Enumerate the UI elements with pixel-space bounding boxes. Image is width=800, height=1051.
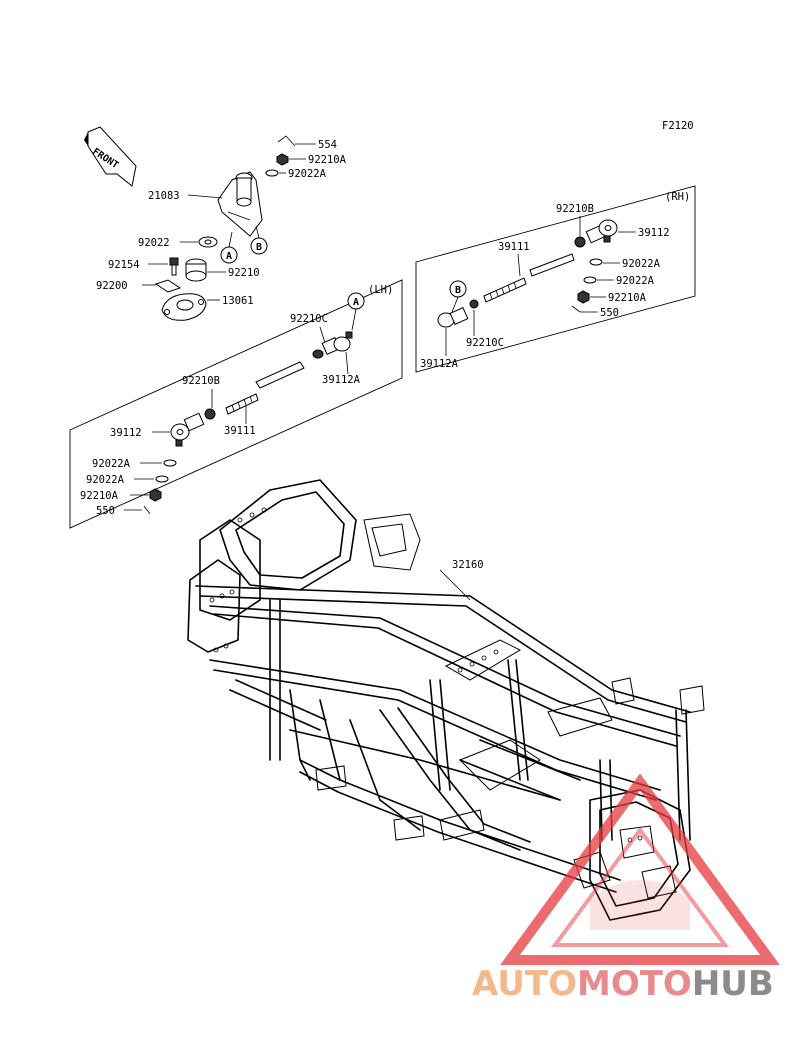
svg-text:A: A xyxy=(353,297,359,308)
lh-nut-c-part xyxy=(312,349,324,359)
lh-group-box xyxy=(69,279,403,529)
svg-text:A: A xyxy=(226,251,232,262)
label-rh-92022A-2: 92022A xyxy=(616,275,655,287)
label-lh-92210A: 92210A xyxy=(80,490,119,502)
svg-text:B: B xyxy=(256,242,262,253)
washer-part xyxy=(265,169,279,177)
rh-group-box xyxy=(415,185,696,373)
rh-washer-2-part xyxy=(583,276,597,284)
label-rh-92210A: 92210A xyxy=(608,292,647,304)
label-rh-92022A-1: 92022A xyxy=(622,258,661,270)
lh-nut-a-part xyxy=(149,488,162,502)
label-92210: 92210 xyxy=(228,267,260,279)
label-92022: 92022 xyxy=(138,237,170,249)
watermark-auto: AUTO xyxy=(472,964,577,1004)
label-lh-550: 550 xyxy=(96,505,115,517)
label-rh-92210C: 92210C xyxy=(466,337,504,349)
label-rh-550: 550 xyxy=(600,307,619,319)
nut-part xyxy=(276,153,289,166)
holder-part xyxy=(161,293,207,321)
label-rh-39111: 39111 xyxy=(498,241,530,253)
label-lh-39112: 39112 xyxy=(110,427,142,439)
bolt-part xyxy=(169,257,179,276)
label-rh-39112A: 39112A xyxy=(420,358,459,370)
bushing-part xyxy=(185,258,207,282)
label-rh-39112: 39112 xyxy=(638,227,670,239)
rh-tie-rod-group: (RH) 92210B 39112 39111 92022A xyxy=(415,185,696,373)
lh-tie-rod-end-part xyxy=(170,412,205,447)
lh-cotter-pin-part xyxy=(143,505,151,515)
figure-code: F2120 xyxy=(662,120,694,132)
watermark-hub: HUB xyxy=(692,964,774,1004)
label-92022A-top: 92022A xyxy=(288,168,327,180)
watermark-text: AUTOMOTOHUB xyxy=(472,964,774,1004)
rh-nut-a-part xyxy=(577,290,590,304)
watermark-logo: AUTOMOTOHUB xyxy=(472,773,780,1004)
label-92154: 92154 xyxy=(108,259,140,271)
steering-shaft-group: 554 92210A 92022A 21083 A B 92022 xyxy=(96,135,347,321)
front-arrow: FRONT xyxy=(84,126,137,187)
label-lh-92210B: 92210B xyxy=(182,375,220,387)
rh-cotter-pin-part xyxy=(571,305,581,313)
label-lh-39112A: 39112A xyxy=(322,374,361,386)
lh-nut-b-part xyxy=(204,408,216,420)
label-21083: 21083 xyxy=(148,190,180,202)
label-13061: 13061 xyxy=(222,295,254,307)
label-554: 554 xyxy=(318,139,337,151)
rh-nut-b-part xyxy=(574,236,586,248)
watermark-moto: MOTO xyxy=(577,964,692,1004)
svg-text:B: B xyxy=(455,285,461,296)
rh-washer-1-part xyxy=(589,258,603,266)
lh-washer-1-part xyxy=(163,459,177,467)
label-rh-92210B: 92210B xyxy=(556,203,594,215)
lh-label: (LH) xyxy=(368,284,393,296)
label-92200: 92200 xyxy=(96,280,128,292)
rh-tie-rod-end-a-part xyxy=(437,307,469,328)
lh-washer-2-part xyxy=(155,475,169,483)
lh-tie-rod-group: (LH) A 92210C 39112A 39111 92210B xyxy=(69,279,403,529)
label-lh-39111: 39111 xyxy=(224,425,256,437)
lh-tie-rod-part xyxy=(225,361,305,415)
frame-part: 32160 xyxy=(187,479,705,921)
steering-shaft-part xyxy=(217,171,263,237)
lh-tie-rod-end-a-part xyxy=(321,331,353,355)
rh-label: (RH) xyxy=(665,191,690,203)
label-32160: 32160 xyxy=(452,559,484,571)
label-lh-92022A-1: 92022A xyxy=(92,458,131,470)
label-lh-92210C: 92210C xyxy=(290,313,328,325)
rh-nut-c-part xyxy=(469,299,479,309)
label-lh-92022A-2: 92022A xyxy=(86,474,125,486)
rh-tie-rod-end-part xyxy=(585,219,618,244)
cotter-pin-part xyxy=(277,135,296,147)
rh-tie-rod-part xyxy=(483,253,575,303)
label-92210A-top: 92210A xyxy=(308,154,347,166)
washer-92200-part xyxy=(154,279,182,293)
